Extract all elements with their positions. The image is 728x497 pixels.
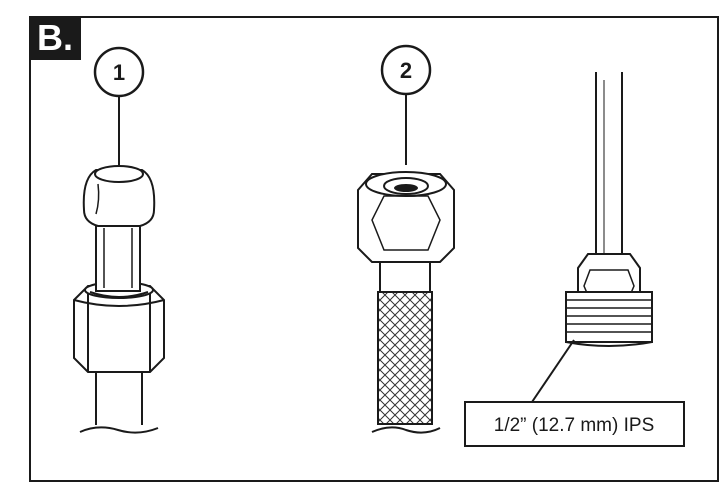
leader-line-ips <box>531 339 575 403</box>
compression-fitting-illustration <box>73 165 165 434</box>
braided-hose-illustration <box>357 171 455 434</box>
ips-label-box <box>464 401 685 447</box>
callout-2: 2 <box>380 44 432 165</box>
callout-number-1: 1 <box>113 60 125 85</box>
section-label: B. <box>29 16 81 60</box>
ips-callout: 1/2” (12.7 mm) IPS <box>464 401 685 447</box>
ips-label: 1/2” (12.7 mm) IPS <box>494 415 655 436</box>
callout-number-2: 2 <box>400 58 412 83</box>
ips-adapter-illustration <box>531 72 653 403</box>
callout-1: 1 <box>93 46 145 165</box>
